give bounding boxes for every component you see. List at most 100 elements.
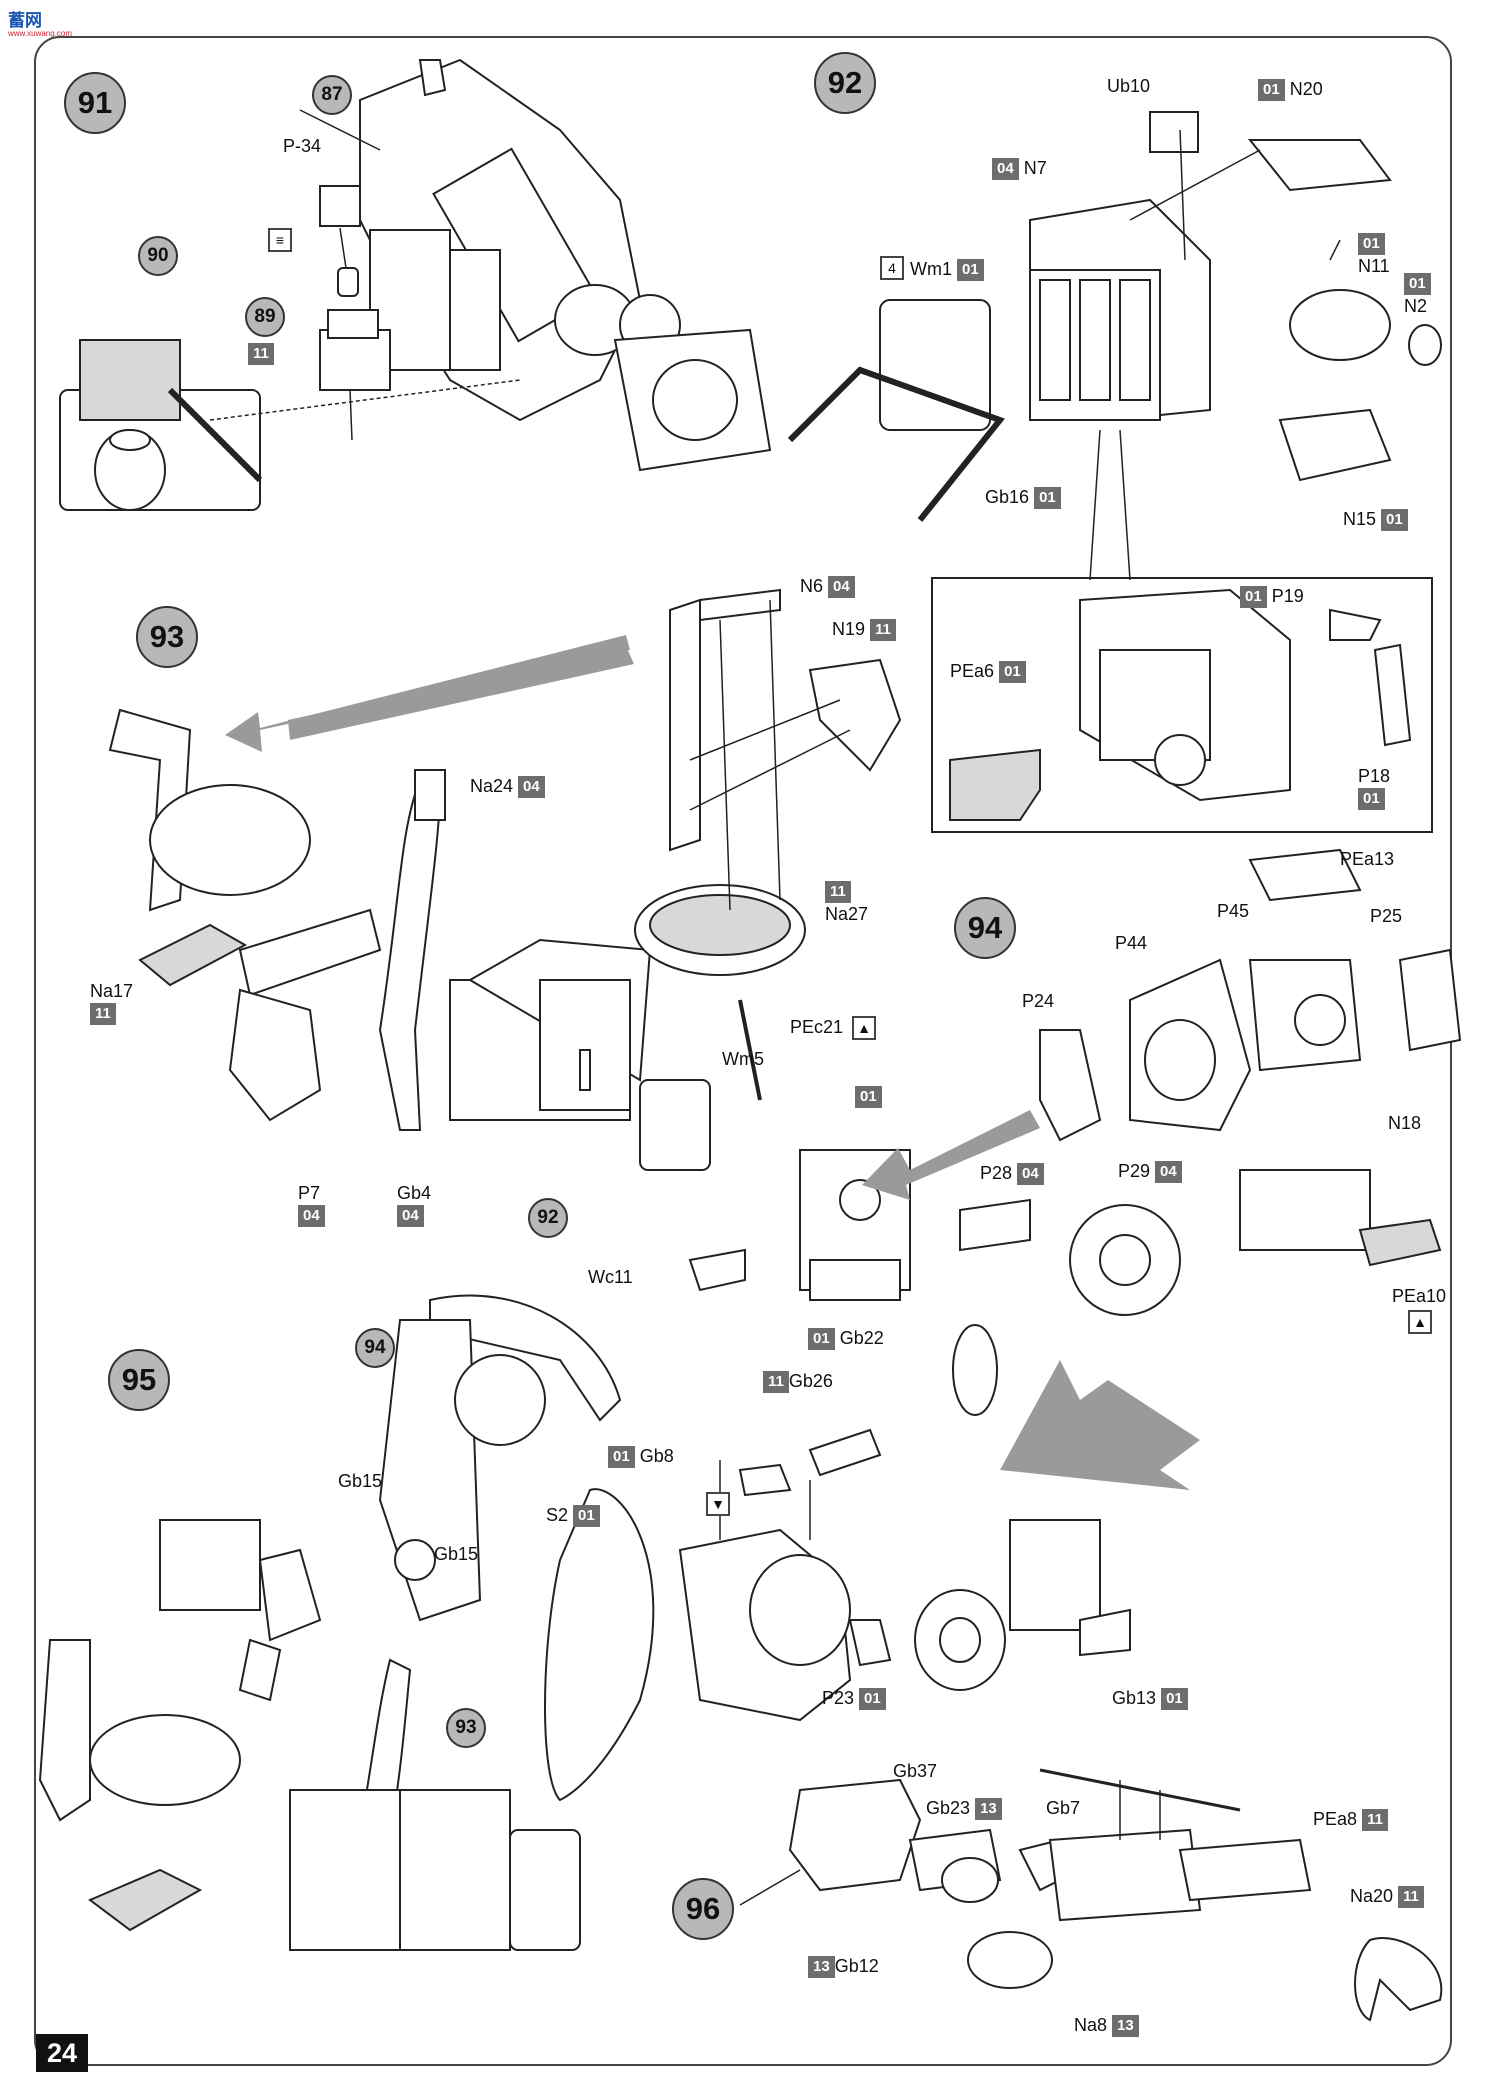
sprue-number: 01 (855, 1086, 882, 1109)
photoetch-icon: ▲ (852, 1016, 876, 1040)
part-name: Gb16 (985, 487, 1030, 507)
step-label: 95 (121, 1362, 157, 1397)
part-pea10: PEa10 (1392, 1285, 1446, 1307)
part-name: Gb12 (834, 1956, 879, 1976)
part-gb7: Gb7 (1046, 1797, 1080, 1819)
part-name: PEa13 (1340, 849, 1395, 869)
part-name: Wc11 (588, 1267, 633, 1287)
logo-subtext: www.xuwang.com (8, 29, 73, 38)
sprue-number: 13 (1112, 2015, 1139, 2038)
sprue-number: 01 (1240, 586, 1267, 609)
part-pea8: PEa8 11 (1313, 1808, 1388, 1832)
part-p24: P24 (1022, 990, 1054, 1012)
sprue-number: 13 (975, 1798, 1002, 1821)
part-gb23: Gb23 13 (926, 1797, 1002, 1821)
sprue-number: 01 (1381, 509, 1408, 532)
part-gb37: Gb37 (893, 1760, 937, 1782)
part-name: N7 (1023, 158, 1047, 178)
part-name: N2 (1404, 296, 1428, 317)
part-name: Na17 (90, 981, 134, 1001)
sprue-number: 01 (808, 1328, 835, 1351)
part-p44: P44 (1115, 932, 1147, 954)
photoetch-icon: ▲ (1408, 1310, 1432, 1334)
part-name: PEc21 (790, 1017, 844, 1037)
part-pec21: PEc21 (790, 1016, 843, 1038)
step92-drawing (787, 111, 1442, 581)
sprue-number: 01 (1258, 79, 1285, 102)
paint-icon: ≡ (268, 228, 292, 252)
part-name: Na20 (1350, 1886, 1394, 1906)
step-92: 92 (814, 52, 876, 114)
part-na24: Na24 04 (470, 775, 545, 799)
sprue-number: 13 (808, 1956, 835, 1979)
sprue-number: 04 (992, 158, 1019, 181)
part-name: P24 (1022, 991, 1055, 1011)
subassembly-ref-90: 90 (138, 236, 178, 276)
subassembly-ref-87: 87 (312, 75, 352, 115)
part-name: P23 (822, 1688, 855, 1708)
site-logo: 蓄网 www.xuwang.com (8, 6, 72, 38)
part-name: Na8 (1074, 2015, 1108, 2035)
logo-text: 蓄网 (8, 11, 42, 30)
part-gb8: 01 Gb8 (608, 1445, 674, 1469)
part-name: P7 (298, 1183, 321, 1203)
step-95: 95 (108, 1349, 170, 1411)
detail-inset-drawing (949, 588, 1412, 821)
part-n20: 01 N20 (1258, 78, 1323, 102)
part-name: N18 (1388, 1113, 1422, 1133)
part-name: Na24 (470, 776, 514, 796)
step-94: 94 (954, 897, 1016, 959)
sprue-number: 11 (825, 881, 851, 904)
part-name: P18 (1358, 766, 1391, 786)
sprue-number: 04 (828, 576, 855, 599)
part-name: Wm1 (910, 259, 952, 279)
step95-drawing (38, 1049, 622, 1951)
subref-label: 89 (254, 306, 276, 327)
subref-label: 93 (455, 1717, 477, 1738)
part-name: Gb15 (434, 1544, 479, 1564)
part-name: P45 (1217, 901, 1250, 921)
part-name: PEa10 (1392, 1286, 1447, 1306)
part-n19: N19 11 (832, 618, 896, 642)
step-label: 92 (827, 65, 863, 100)
part-gb15-a: Gb15 (338, 1470, 382, 1492)
bend-icon: ▼ (706, 1492, 730, 1516)
part-name: PEa6 (950, 661, 995, 681)
part-name: P28 (980, 1163, 1013, 1183)
part-n18: N18 (1388, 1112, 1421, 1134)
subref-label: 90 (147, 245, 169, 266)
step-96: 96 (672, 1878, 734, 1940)
step-label: 91 (77, 85, 113, 120)
page-frame (34, 36, 1452, 2066)
sprue-number: 01 (608, 1446, 635, 1469)
step96-upper-drawing (544, 1460, 1131, 1802)
sprue-number: 01 (1358, 233, 1385, 256)
subassembly-ref-94: 94 (355, 1328, 395, 1368)
sprue-number: 01 (573, 1505, 600, 1528)
step-93: 93 (136, 606, 198, 668)
subassembly-ref-89: 89 (245, 297, 285, 337)
part-name: S2 (546, 1505, 569, 1525)
sprue-number: 04 (1017, 1163, 1044, 1186)
part-subassy-01: 01 (855, 1085, 882, 1109)
sprue-number: 11 (763, 1371, 789, 1394)
subassembly-ref-92: 92 (528, 1198, 568, 1238)
part-name: Gb26 (788, 1371, 833, 1391)
part-n15: N15 01 (1343, 508, 1408, 532)
part-name: Gb7 (1046, 1798, 1081, 1818)
part-p29: P29 04 (1118, 1160, 1182, 1184)
step-91: 91 (64, 72, 126, 134)
sprue-number: 04 (397, 1205, 424, 1228)
part-p25: P25 (1370, 905, 1402, 927)
part-name: Na27 (825, 904, 869, 925)
part-pea13: PEa13 (1340, 848, 1394, 870)
part-name: P44 (1115, 933, 1148, 953)
part-name: N15 (1343, 509, 1377, 529)
part-gb16: Gb16 01 (985, 486, 1061, 510)
part-p45: P45 (1217, 900, 1249, 922)
step93-drawing (108, 588, 902, 1292)
sprue-number: 01 (1161, 1688, 1188, 1711)
part-name: P29 (1118, 1161, 1151, 1181)
